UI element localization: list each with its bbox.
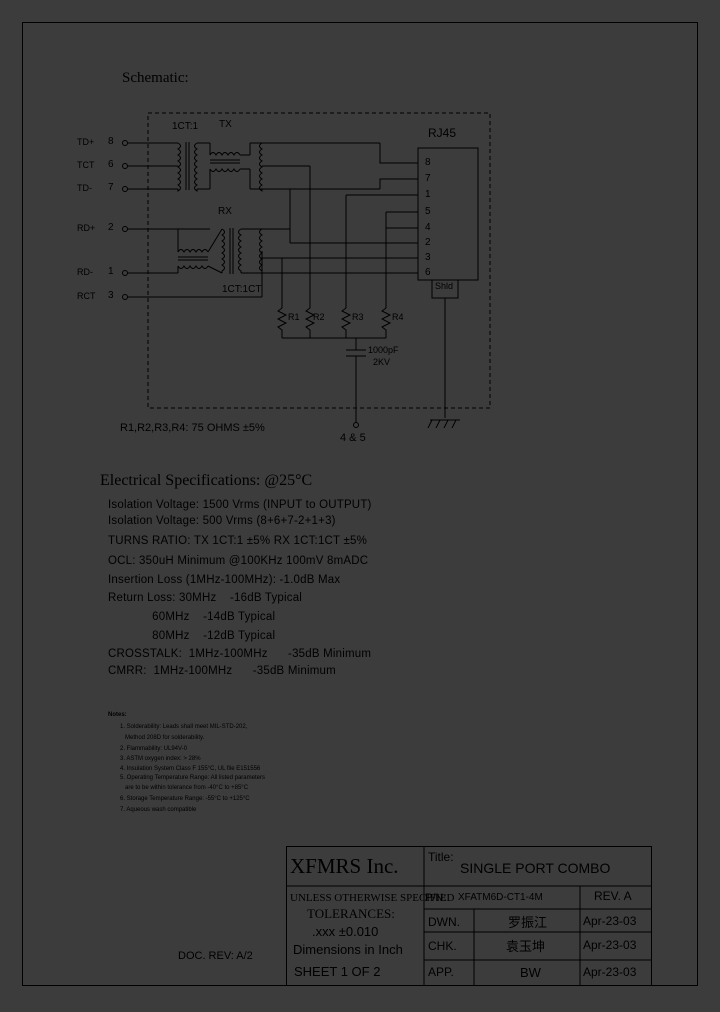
left-pin-terminals bbox=[122, 140, 128, 300]
schematic-title: Schematic: bbox=[122, 70, 189, 86]
dimensions-unit: Dimensions in Inch bbox=[293, 942, 403, 957]
pin-number: 2 bbox=[108, 222, 114, 233]
pin-name: TCT bbox=[77, 160, 95, 170]
ground-pins-label: 4 & 5 bbox=[340, 432, 366, 444]
pin-name: TD- bbox=[77, 183, 92, 193]
tolerance-value: .xxx ±0.010 bbox=[312, 924, 379, 939]
rj45-pin: 7 bbox=[425, 173, 431, 184]
sheet-number: SHEET 1 OF 2 bbox=[294, 964, 381, 979]
signal-routing bbox=[262, 142, 418, 308]
pn-label: P/N: bbox=[425, 892, 447, 904]
doc-rev: DOC. REV: A/2 bbox=[178, 950, 253, 962]
spec-line: CMRR: 1MHz-100MHz -35dB Minimum bbox=[108, 665, 336, 677]
pin-number: 8 bbox=[108, 136, 114, 147]
spec-line: OCL: 350uH Minimum @100KHz 100mV 8mADC bbox=[108, 555, 369, 567]
title-value: SINGLE PORT COMBO bbox=[460, 860, 611, 876]
spec-line: 80MHz -12dB Typical bbox=[108, 630, 276, 642]
rx-label: RX bbox=[218, 206, 232, 217]
note-line: 7. Aqueous wash compatible bbox=[120, 807, 197, 813]
company-name: XFMRS Inc. bbox=[290, 854, 399, 878]
note-line: Method 208D for solderability. bbox=[120, 735, 205, 741]
pin-number: 1 bbox=[108, 266, 114, 277]
tolerances-label: TOLERANCES: bbox=[307, 906, 395, 921]
rx-transformer bbox=[128, 228, 290, 298]
spec-line: 60MHz -14dB Typical bbox=[108, 611, 276, 623]
pin-name: TD+ bbox=[77, 137, 95, 147]
chk-label: CHK. bbox=[428, 939, 457, 953]
module-outline bbox=[147, 112, 491, 409]
app-signature: BW bbox=[520, 965, 541, 980]
dwn-date: Apr-23-03 bbox=[583, 914, 637, 928]
chk-date: Apr-23-03 bbox=[583, 938, 637, 952]
title-block bbox=[286, 846, 652, 986]
rj45-label: RJ45 bbox=[428, 126, 457, 140]
rj45-pin: 2 bbox=[425, 237, 431, 248]
spec-line: Insertion Loss (1MHz-100MHz): -1.0dB Max bbox=[108, 574, 341, 586]
pin-name: RD- bbox=[77, 267, 93, 277]
pin-number: 7 bbox=[108, 182, 114, 193]
note-line: 2. Flammability: UL94V-0 bbox=[120, 746, 188, 752]
resistor-network bbox=[276, 307, 392, 428]
notes-title: Notes: bbox=[108, 712, 127, 718]
capacitor-value: 1000pF bbox=[368, 345, 399, 355]
rj45-pin: 3 bbox=[425, 252, 431, 263]
resistor-note: R1,R2,R3,R4: 75 OHMS ±5% bbox=[120, 422, 265, 434]
note-line: 1. Solderability: Leads shall meet MIL-S… bbox=[120, 724, 248, 730]
spec-line: Isolation Voltage: 1500 Vrms (INPUT to O… bbox=[108, 499, 372, 511]
rj45-pin: 5 bbox=[425, 206, 431, 217]
resistor-label: R4 bbox=[392, 312, 404, 322]
resistor-label: R3 bbox=[352, 312, 364, 322]
note-line: 3. ASTM oxygen index: > 28% bbox=[120, 756, 201, 762]
app-label: APP. bbox=[428, 965, 454, 979]
note-line: 5. Operating Temperature Range: All list… bbox=[120, 775, 265, 781]
pin-number: 6 bbox=[108, 159, 114, 170]
rx-ratio-label: 1CT:1CT bbox=[222, 284, 262, 295]
shield-label: Shld bbox=[435, 281, 454, 291]
unless-specified: UNLESS OTHERWISE SPECIFIED bbox=[290, 892, 455, 904]
spec-line: TURNS RATIO: TX 1CT:1 ±5% RX 1CT:1CT ±5% bbox=[108, 535, 367, 547]
chassis-ground bbox=[427, 419, 460, 429]
note-line: 6. Storage Temperature Range: -55°C to +… bbox=[120, 796, 250, 802]
electrical-spec-title: Electrical Specifications: @25°C bbox=[100, 472, 313, 489]
pin-number: 3 bbox=[108, 290, 114, 301]
rj45-pin: 1 bbox=[425, 189, 431, 200]
note-line: 4. Insulation System Class F 155°C, UL f… bbox=[120, 766, 261, 772]
spec-line: Return Loss: 30MHz -16dB Typical bbox=[108, 592, 303, 604]
rev-label: REV. A bbox=[594, 889, 632, 903]
tx-label: TX bbox=[219, 119, 232, 130]
pin-name: RD+ bbox=[77, 223, 96, 233]
dwn-signature: 罗振江 bbox=[508, 915, 548, 930]
spec-line: Isolation Voltage: 500 Vrms (8+6+7-2+1+3… bbox=[108, 515, 336, 527]
pin-name: RCT bbox=[77, 291, 96, 301]
capacitor-voltage: 2KV bbox=[373, 357, 391, 367]
app-date: Apr-23-03 bbox=[583, 965, 637, 979]
note-line: are to be within tolerance from -40°C to… bbox=[120, 785, 249, 791]
rj45-pin: 8 bbox=[425, 157, 431, 168]
resistor-label: R1 bbox=[288, 312, 300, 322]
dwn-label: DWN. bbox=[428, 915, 460, 929]
tx-transformer bbox=[128, 142, 290, 192]
rj45-pin: 6 bbox=[425, 267, 431, 278]
tx-ratio-label: 1CT:1 bbox=[172, 121, 199, 132]
title-label: Title: bbox=[428, 850, 454, 864]
chk-signature: 袁玉坤 bbox=[506, 939, 546, 954]
pn-value: XFATM6D-CT1-4M bbox=[458, 892, 543, 903]
resistor-label: R2 bbox=[313, 312, 325, 322]
rj45-pin: 4 bbox=[425, 222, 431, 233]
spec-line: CROSSTALK: 1MHz-100MHz -35dB Minimum bbox=[108, 648, 372, 660]
